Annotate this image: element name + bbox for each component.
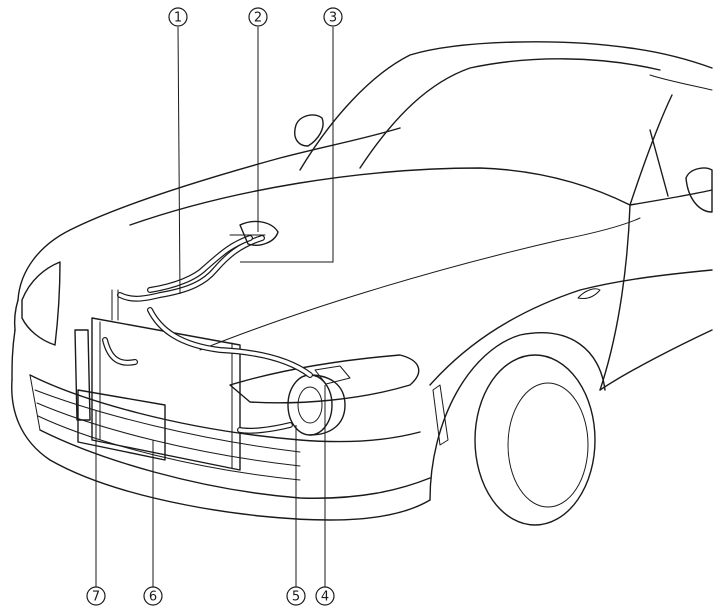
callout-6-label: 6 <box>149 590 157 605</box>
condenser <box>91 317 241 471</box>
leader-lines <box>95 26 334 588</box>
radiator-panel <box>77 389 166 461</box>
evaporator-fittings <box>239 220 279 246</box>
callout-2: 2 <box>248 7 268 27</box>
callout-1-label: 1 <box>174 11 182 26</box>
callout-6: 6 <box>143 586 163 606</box>
callout-2-label: 2 <box>254 11 262 26</box>
callout-3-label: 3 <box>329 11 337 26</box>
callout-5-label: 5 <box>292 590 300 605</box>
callout-5: 5 <box>286 586 306 606</box>
ac-components <box>74 220 351 471</box>
receiver-drier <box>74 329 91 421</box>
car-body <box>11 41 713 526</box>
callout-7-label: 7 <box>92 590 100 605</box>
callout-4-label: 4 <box>321 590 329 605</box>
callout-1: 1 <box>168 7 188 27</box>
callout-3: 3 <box>323 7 343 27</box>
callout-4: 4 <box>315 586 335 606</box>
callout-7: 7 <box>86 586 106 606</box>
